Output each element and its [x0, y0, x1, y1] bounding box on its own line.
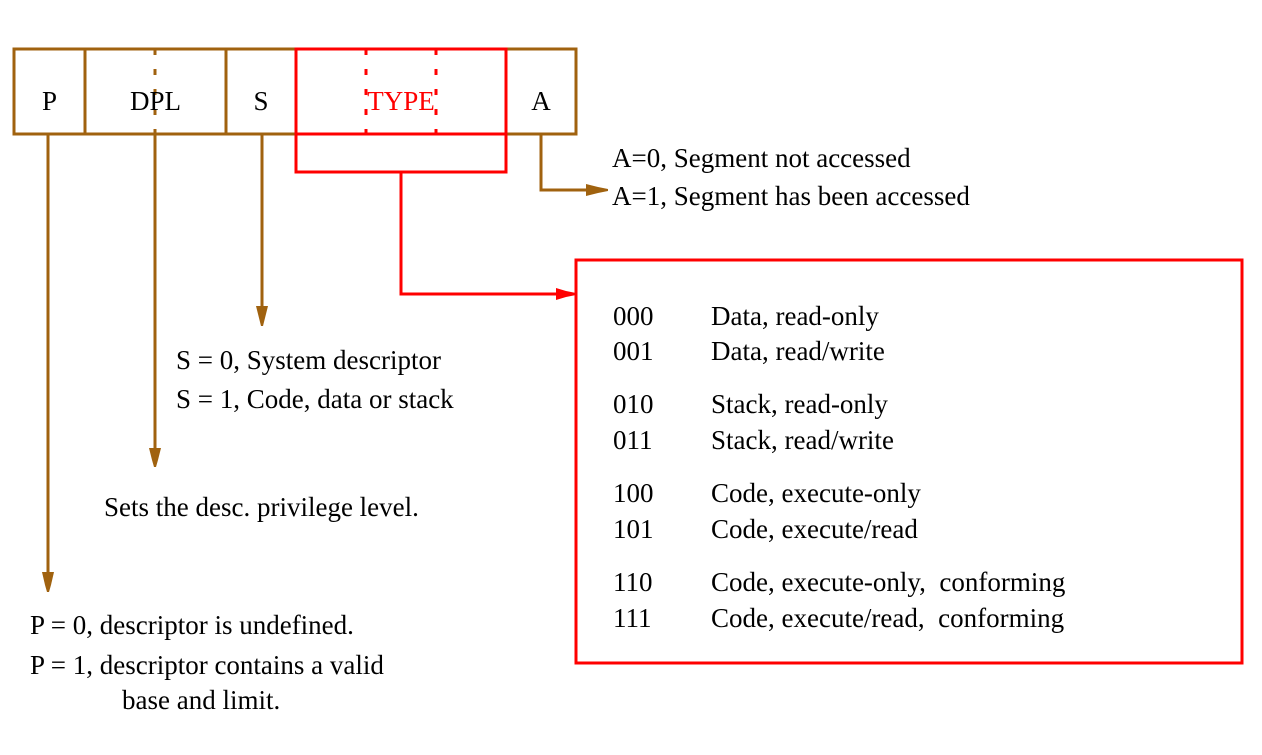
- a-annotation-0: A=0, Segment not accessed: [612, 143, 911, 173]
- field-label-s: S: [253, 86, 269, 116]
- type-desc: Stack, read-only: [711, 389, 888, 419]
- type-row-010: 010 Stack, read-only: [613, 389, 888, 419]
- field-label-dpl: DPL: [129, 86, 181, 116]
- type-code: 000: [613, 301, 654, 331]
- type-code: 011: [613, 425, 653, 455]
- field-label-type: TYPE: [367, 86, 435, 116]
- type-row-011: 011 Stack, read/write: [613, 425, 894, 455]
- a-annotation-1: A=1, Segment has been accessed: [612, 181, 970, 211]
- type-desc: Code, execute-only: [711, 478, 921, 508]
- p-annotation-2: base and limit.: [122, 685, 281, 715]
- s-annotation-1: S = 1, Code, data or stack: [176, 384, 454, 414]
- s-arrowhead: [256, 306, 268, 326]
- dpl-arrowhead: [149, 448, 161, 467]
- p-arrowhead: [42, 572, 54, 592]
- type-desc: Code, execute-only, conforming: [711, 567, 1066, 597]
- type-arrowhead: [556, 288, 576, 300]
- a-arrow-line: [539, 134, 590, 192]
- type-code: 110: [613, 567, 653, 597]
- s-annotation-0: S = 0, System descriptor: [176, 345, 441, 375]
- type-code: 010: [613, 389, 654, 419]
- type-code: 101: [613, 514, 654, 544]
- type-row-001: 001 Data, read/write: [613, 336, 885, 366]
- p-annotation-1: P = 1, descriptor contains a valid: [30, 650, 384, 680]
- a-arrowhead: [586, 184, 608, 196]
- type-desc: Stack, read/write: [711, 425, 894, 455]
- field-label-a: A: [531, 86, 551, 116]
- dpl-annotation: Sets the desc. privilege level.: [104, 492, 419, 522]
- type-desc: Data, read-only: [711, 301, 879, 331]
- p-annotation-0: P = 0, descriptor is undefined.: [30, 610, 354, 640]
- type-code: 001: [613, 336, 654, 366]
- field-label-p: P: [41, 86, 58, 116]
- type-row-111: 111 Code, execute/read, conforming: [613, 603, 1064, 633]
- type-row-101: 101 Code, execute/read: [613, 514, 918, 544]
- type-desc: Code, execute/read, conforming: [711, 603, 1065, 633]
- type-desc: Data, read/write: [711, 336, 885, 366]
- type-row-100: 100 Code, execute-only: [613, 478, 921, 508]
- type-desc: Code, execute/read: [711, 514, 918, 544]
- type-table-box: [574, 258, 1244, 665]
- type-row-000: 000 Data, read-only: [613, 301, 879, 331]
- type-code: 100: [613, 478, 654, 508]
- type-arrow-line: [399, 172, 560, 296]
- type-row-110: 110 Code, execute-only, conforming: [613, 567, 1065, 597]
- type-code: 111: [613, 603, 652, 633]
